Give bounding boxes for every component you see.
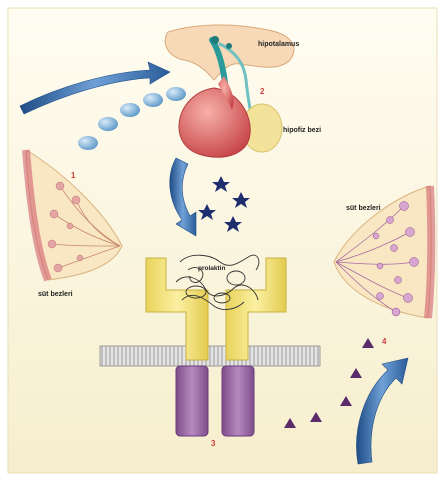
neuron-cell-icon [211,36,219,44]
hypothalamus-label: hipotalamus [258,41,299,48]
right-breast-skin [428,186,431,318]
step-number-3: 3 [211,439,216,448]
receptor-right-intracellular [222,366,254,436]
hormone-dot [143,93,163,107]
step-number-1: 1 [71,171,76,180]
step-number-4: 4 [382,337,387,346]
hormone-dot [120,103,140,117]
prolactin-label: prolaktin [198,265,225,272]
pituitary-label: hipofiz bezi [283,127,321,134]
hormone-dot [98,117,118,131]
neuron-cell-icon [226,43,232,49]
hormone-dot [78,136,98,150]
left-milk-glands-label: süt bezleri [38,291,73,298]
cell-membrane [100,346,320,366]
right-milk-glands-label: süt bezleri [346,205,381,212]
hormone-dot [166,87,186,101]
receptor-left-intracellular [176,366,208,436]
step-number-2: 2 [260,87,265,96]
